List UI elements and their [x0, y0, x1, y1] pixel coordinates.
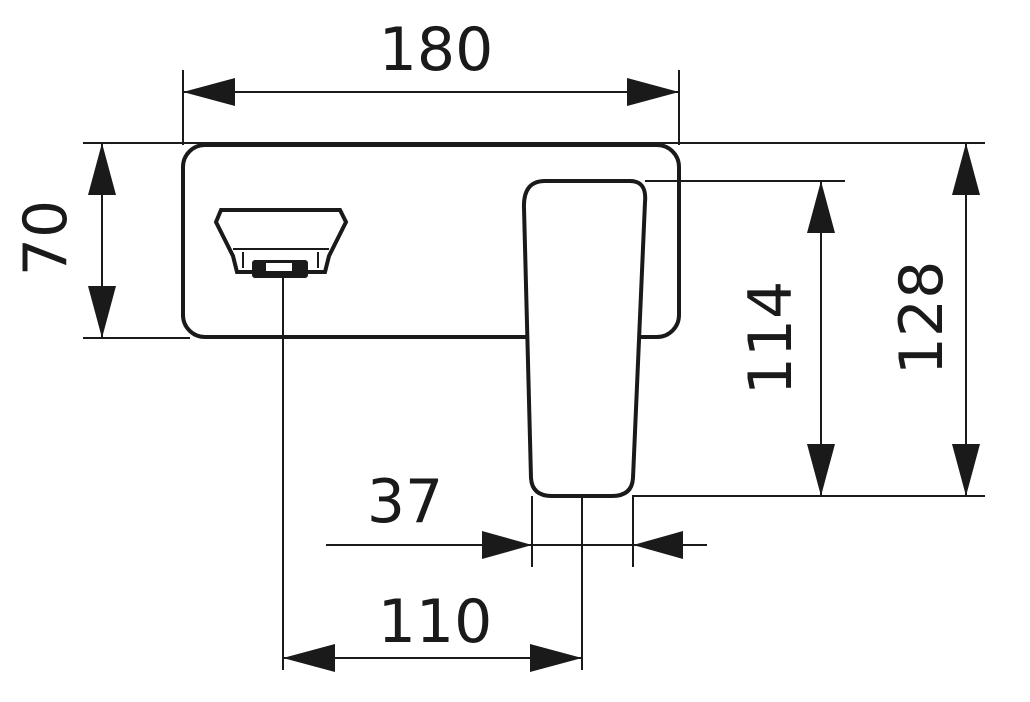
lever-width-label: 37	[367, 467, 443, 537]
dimension-width: 180	[183, 15, 679, 106]
dimension-plate-height: 70	[11, 143, 116, 338]
plate-height-label: 70	[11, 200, 81, 276]
dimension-spout-to-lever: 110	[283, 587, 582, 672]
spout-outlet	[213, 208, 349, 278]
lever-height-label: 114	[736, 281, 806, 396]
lever-handle	[521, 179, 648, 498]
dimension-lever-height: 114	[736, 181, 835, 496]
dimension-lever-width: 37	[326, 467, 707, 559]
total-height-label: 128	[887, 261, 957, 376]
dimension-total-height: 128	[887, 143, 980, 496]
spout-to-lever-label: 110	[378, 587, 493, 657]
extension-lines	[83, 70, 985, 670]
width-label: 180	[379, 15, 494, 85]
